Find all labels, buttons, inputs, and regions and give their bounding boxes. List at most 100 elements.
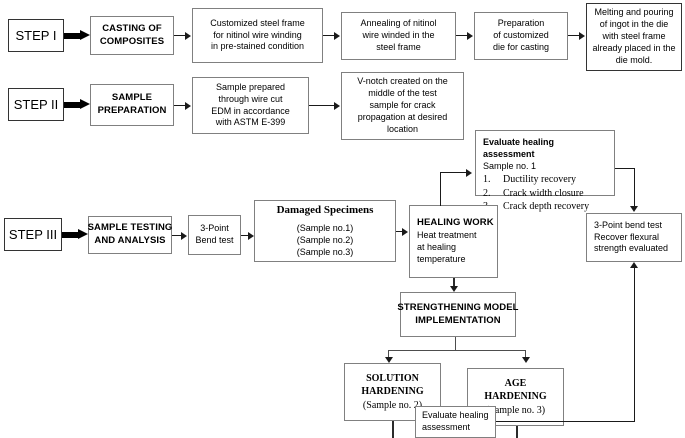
- evaluate-healing-assessment-top: Evaluate healing assessment Sample no. 1…: [475, 130, 615, 213]
- evaluate-bottom-line2: assessment: [422, 422, 471, 432]
- thick-arrow-step2: [64, 99, 90, 110]
- thick-arrow-step3: [62, 229, 88, 240]
- list-item: Crack depth recovery: [483, 200, 590, 213]
- connector-evaluate-bottom-out-h: [496, 421, 635, 422]
- connector-casting-to-frame: [174, 35, 186, 36]
- connector-evaluate-top-out-h: [615, 168, 635, 169]
- stage-header-line1: CASTING OF: [102, 22, 162, 34]
- connector-damaged-to-healing: [396, 231, 404, 232]
- connector-bend-to-damaged: [241, 235, 249, 236]
- step-label: STEP I: [15, 27, 57, 43]
- sample-label: (Sample no.2): [296, 234, 354, 245]
- connector-sampleprep-to-edm: [174, 105, 186, 106]
- process-box-solution-hardening: SOLUTION HARDENING (Sample no. 2): [344, 363, 441, 421]
- solution-hardening-line1: SOLUTION: [366, 373, 419, 385]
- box-line: Sample prepared: [215, 81, 286, 92]
- process-box-recover-flexural-strength: 3-Point bend test Recover flexural stren…: [586, 213, 682, 262]
- box-line: at healing: [417, 242, 457, 253]
- box-line: Bend test: [195, 235, 234, 245]
- arrowhead-into-recover-flexural-top: [630, 206, 638, 212]
- process-box-v-notch: V-notch created on the middle of the tes…: [341, 72, 464, 140]
- box-line: Annealing of nitinol: [360, 18, 437, 29]
- strengthening-line1: STRENGTHENING MODEL: [397, 301, 519, 313]
- evaluate-healing-assessment-bottom: Evaluate healing assessment: [415, 406, 496, 438]
- step-box-2: STEP II: [8, 88, 64, 121]
- arrowhead-into-recover-flexural-bottom: [630, 262, 638, 268]
- list-item: Ductility recovery: [483, 173, 577, 186]
- connector-testing-to-bend: [172, 235, 182, 236]
- step-box-1: STEP I: [8, 19, 64, 52]
- arrowhead-healing-to-strengthening: [449, 286, 458, 292]
- strengthening-line2: IMPLEMENTATION: [415, 314, 501, 326]
- connector-strengthening-split: [388, 350, 526, 351]
- box-line: for nitinol wire winding: [213, 29, 302, 40]
- evaluate-healing-title: Evaluate healing assessment: [483, 137, 555, 160]
- box-line: wire winded in the: [362, 30, 435, 41]
- box-line: through wire cut: [218, 93, 283, 104]
- box-line: V-notch created on the: [357, 76, 448, 87]
- arrowhead-annealing-to-preparation: [467, 31, 473, 40]
- list-item: Crack width closure: [483, 187, 584, 200]
- sample-label: (Sample no.3): [296, 246, 354, 257]
- box-line: EDM in accordance: [211, 105, 290, 116]
- box-line: Customized steel frame: [210, 17, 305, 28]
- arrowhead-testing-to-bend: [181, 231, 187, 240]
- process-box-strengthening-model: STRENGTHENING MODEL IMPLEMENTATION: [397, 292, 519, 337]
- arrowhead-edm-to-vnotch: [334, 101, 340, 110]
- arrowhead-to-age-hardening: [521, 357, 530, 363]
- arrowhead-sampleprep-to-edm: [185, 101, 191, 110]
- box-line: Heat treatment: [417, 230, 477, 241]
- box-line: sample for crack: [369, 100, 436, 111]
- box-line: in pre-stained condition: [210, 41, 305, 52]
- process-box-melting-pouring: Melting and pouring of ingot in the die …: [586, 3, 682, 71]
- connector-healing-up-h: [440, 172, 468, 173]
- box-line: 3-Point bend test: [594, 219, 663, 230]
- connector-evaluate-top-out-v: [634, 168, 635, 210]
- box-line: Recover flexural: [594, 231, 660, 242]
- box-line: already placed in the: [592, 42, 676, 53]
- age-hardening-line1: AGE: [504, 378, 527, 390]
- arrowhead-to-solution-hardening: [384, 357, 393, 363]
- connector-branch-solution: [388, 350, 389, 360]
- box-line: of ingot in the die: [599, 19, 669, 30]
- sample-label: (Sample no.1): [296, 222, 354, 233]
- connector-branch-age: [525, 350, 526, 360]
- stage-header-line2: COMPOSITES: [99, 35, 165, 47]
- box-line: location: [386, 123, 419, 134]
- box-line: temperature: [417, 254, 466, 265]
- box-line: die for casting: [492, 41, 550, 52]
- connector-evaluate-bottom-out-v: [634, 268, 635, 421]
- stage-header-line1: SAMPLE: [111, 92, 153, 104]
- box-line: Preparation: [497, 18, 545, 29]
- healing-work-title: HEALING WORK: [417, 216, 494, 228]
- arrowhead-casting-to-frame: [185, 31, 191, 40]
- evaluate-healing-list: Ductility recovery Crack width closure C…: [483, 173, 608, 213]
- box-line: steel frame: [376, 41, 421, 52]
- evaluate-bottom-line1: Evaluate healing: [422, 410, 489, 421]
- damaged-specimens-title: Damaged Specimens: [276, 204, 374, 217]
- connector-strengthening-down: [455, 337, 456, 350]
- step-label: STEP III: [8, 226, 58, 242]
- stage-header-line1: SAMPLE TESTING: [87, 222, 173, 234]
- step-box-3: STEP III: [4, 218, 62, 251]
- connector-age-down: [516, 426, 518, 438]
- process-box-wire-cut-edm: Sample prepared through wire cut EDM in …: [192, 77, 309, 134]
- stage-header-line2: AND ANALYSIS: [94, 235, 166, 246]
- box-line: Melting and pouring: [594, 7, 674, 18]
- arrowhead-frame-to-annealing: [334, 31, 340, 40]
- age-hardening-line2: HARDENING: [484, 391, 547, 403]
- arrowhead-bend-to-damaged: [248, 231, 254, 240]
- connector-preparation-to-melting: [568, 35, 580, 36]
- stage-header-sample-testing: SAMPLE TESTING AND ANALYSIS: [88, 216, 172, 254]
- stage-header-casting: CASTING OF COMPOSITES: [90, 16, 174, 55]
- process-box-preparation-die: Preparation of customized die for castin…: [474, 12, 568, 60]
- connector-edm-to-vnotch: [309, 105, 337, 106]
- connector-healing-up-v: [440, 172, 441, 206]
- arrowhead-healing-to-evaluate-top: [466, 168, 472, 177]
- arrowhead-preparation-to-melting: [579, 31, 585, 40]
- process-box-healing-work: HEALING WORK Heat treatment at healing t…: [409, 205, 498, 278]
- connector-annealing-to-preparation: [456, 35, 468, 36]
- arrowhead-damaged-to-healing: [402, 227, 408, 236]
- connector-solution-down: [392, 421, 394, 438]
- process-box-annealing-nitinol: Annealing of nitinol wire winded in the …: [341, 12, 456, 60]
